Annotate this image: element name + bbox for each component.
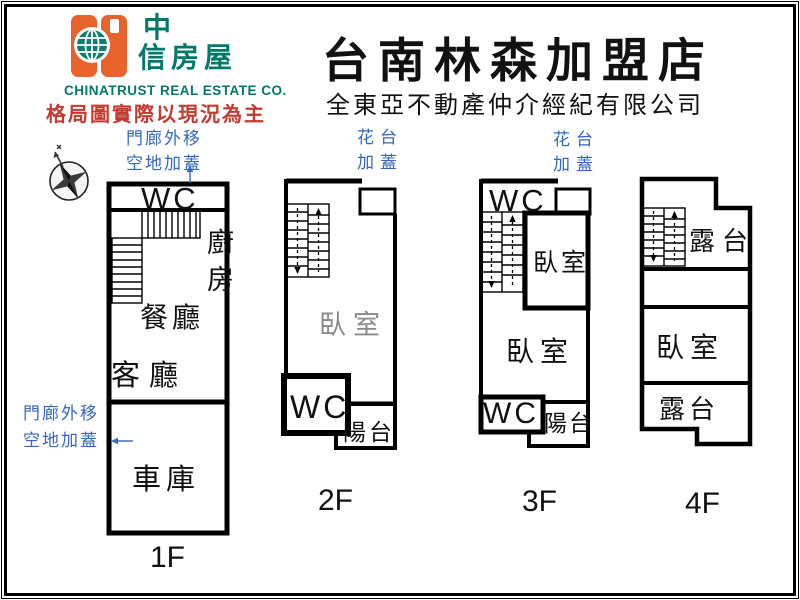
annotation-line: 加蓋 <box>357 152 403 172</box>
floor2-bedroom-label: 臥室 <box>319 310 387 340</box>
floor4-label: 4F <box>685 487 721 520</box>
floor1-label: 1F <box>150 541 186 574</box>
annotation-line: 空地加蓋 <box>126 153 202 173</box>
floor3-bedroom-main-label: 臥室 <box>506 337 575 368</box>
annotation-line: 門廊外移 <box>23 404 99 423</box>
compass-icon <box>38 144 102 208</box>
floor1-kitchen-label: 廚房 <box>203 228 233 302</box>
annotation-line: 花台 <box>357 128 403 147</box>
floor2-top-annotation: 花台 加蓋 <box>357 126 403 175</box>
annotation-line: 花台 <box>553 130 599 149</box>
floor3-top-annotation: 花台 加蓋 <box>553 128 599 177</box>
floor2-balcony-label: 陽台 <box>343 420 395 445</box>
floor1-left-annotation: 門廊外移 空地加蓋 <box>23 400 99 454</box>
floor3-wc-top-label: WC <box>489 183 547 218</box>
brand-name-line2: 信房屋 <box>138 42 238 73</box>
floor4-bedroom-label: 臥室 <box>656 333 725 364</box>
floor4-terrace-top-label: 露台 <box>689 227 756 256</box>
page-title: 台南林森加盟店 <box>322 36 714 88</box>
floor3-balcony-label: 陽台 <box>544 411 594 436</box>
annotation-line: 空地加蓋 <box>23 431 99 451</box>
floor1-walls <box>106 181 230 536</box>
floor3-bedroom-top-label: 臥室 <box>533 250 590 277</box>
floor3-label: 3F <box>522 485 558 518</box>
floor4-walls <box>639 176 753 447</box>
floor1-living-label: 客廳 <box>111 360 188 392</box>
annotation-line: 加蓋 <box>553 154 599 174</box>
floor1-dining-label: 餐廳 <box>140 303 205 334</box>
annotation-line: 門廊外移 <box>126 129 202 148</box>
floor4-terrace-bottom-label: 露台 <box>659 395 720 424</box>
brand-company-en: CHINATRUST REAL ESTATE CO. <box>64 83 287 98</box>
brand-name-line1: 中 <box>143 12 172 43</box>
floor1-wc-label: WC <box>141 181 199 216</box>
floor3-walls <box>478 178 592 448</box>
floor2-walls <box>281 178 397 450</box>
floor1-garage-label: 車庫 <box>132 464 201 496</box>
floor1-top-annotation: 門廊外移 空地加蓋 <box>126 127 202 176</box>
disclaimer-text: 格局圖實際以現況為主 <box>46 104 266 126</box>
floor3-wc-bottom-label: WC <box>483 397 539 430</box>
chinatrust-logo-icon <box>70 13 130 81</box>
page-subtitle: 全東亞不動產仲介經紀有限公司 <box>326 93 704 119</box>
floor2-wc-label: WC <box>290 389 350 425</box>
floor2-label: 2F <box>318 484 354 517</box>
floor1-annotation-arrows <box>111 165 194 445</box>
